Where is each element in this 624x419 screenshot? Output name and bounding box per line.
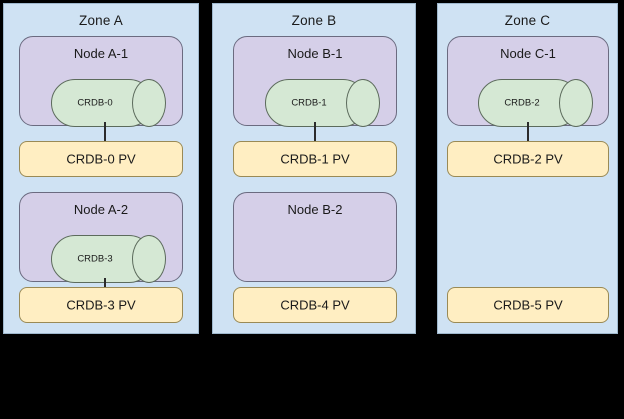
pv-crdb-4-label: CRDB-4 PV (280, 297, 350, 313)
node-b-2-title: Node B-2 (287, 202, 343, 217)
pv-crdb-3[interactable]: CRDB-3 PV (19, 287, 183, 323)
node-c-1[interactable]: Node C-1 CRDB-2 (447, 36, 609, 127)
pod-crdb-2[interactable]: CRDB-2 (478, 79, 593, 127)
connector-crdb-1-to-pv (314, 122, 316, 142)
connector-crdb-0-to-pv (104, 122, 106, 142)
pv-crdb-2[interactable]: CRDB-2 PV (447, 141, 609, 177)
pod-crdb-1[interactable]: CRDB-1 (265, 79, 380, 127)
pod-crdb-3[interactable]: CRDB-3 (51, 235, 166, 283)
zone-c-title: Zone C (504, 13, 551, 28)
node-a-2[interactable]: Node A-2 CRDB-3 (19, 192, 183, 283)
zone-b-title: Zone B (291, 13, 337, 28)
pod-crdb-0-label: CRDB-0 (77, 97, 113, 109)
pv-crdb-1[interactable]: CRDB-1 PV (233, 141, 397, 177)
node-a-1-title: Node A-1 (73, 46, 129, 61)
zone-b-container[interactable]: Zone B Node B-1 CRDB-1 CRDB-1 PV Node B-… (212, 3, 416, 334)
pv-crdb-1-label: CRDB-1 PV (280, 151, 350, 167)
zone-a-title: Zone A (79, 13, 123, 28)
pv-crdb-5-label: CRDB-5 PV (493, 297, 563, 313)
node-c-1-title: Node C-1 (500, 46, 556, 61)
pod-crdb-2-label: CRDB-2 (504, 97, 540, 109)
node-a-2-title: Node A-2 (73, 202, 129, 217)
zone-c-container[interactable]: Zone C Node C-1 CRDB-2 CRDB-2 PV CRDB-5 … (437, 3, 618, 334)
pod-crdb-2-cap (559, 79, 593, 127)
pod-crdb-0[interactable]: CRDB-0 (51, 79, 166, 127)
node-b-2[interactable]: Node B-2 (233, 192, 397, 282)
pod-crdb-0-cap (132, 79, 166, 127)
pv-crdb-2-label: CRDB-2 PV (493, 151, 563, 167)
node-b-1[interactable]: Node B-1 CRDB-1 (233, 36, 397, 127)
zone-a-container[interactable]: Zone A Node A-1 CRDB-0 CRDB-0 PV Node A-… (3, 3, 199, 334)
pv-crdb-0[interactable]: CRDB-0 PV (19, 141, 183, 177)
pv-crdb-3-label: CRDB-3 PV (66, 297, 136, 313)
pod-crdb-1-cap (346, 79, 380, 127)
pod-crdb-1-label: CRDB-1 (291, 97, 327, 109)
pv-crdb-5[interactable]: CRDB-5 PV (447, 287, 609, 323)
node-b-1-title: Node B-1 (287, 46, 343, 61)
pod-crdb-3-cap (132, 235, 166, 283)
connector-crdb-2-to-pv (527, 122, 529, 142)
pv-crdb-0-label: CRDB-0 PV (66, 151, 136, 167)
pv-crdb-4[interactable]: CRDB-4 PV (233, 287, 397, 323)
pod-crdb-3-label: CRDB-3 (77, 253, 113, 265)
node-a-1[interactable]: Node A-1 CRDB-0 (19, 36, 183, 127)
